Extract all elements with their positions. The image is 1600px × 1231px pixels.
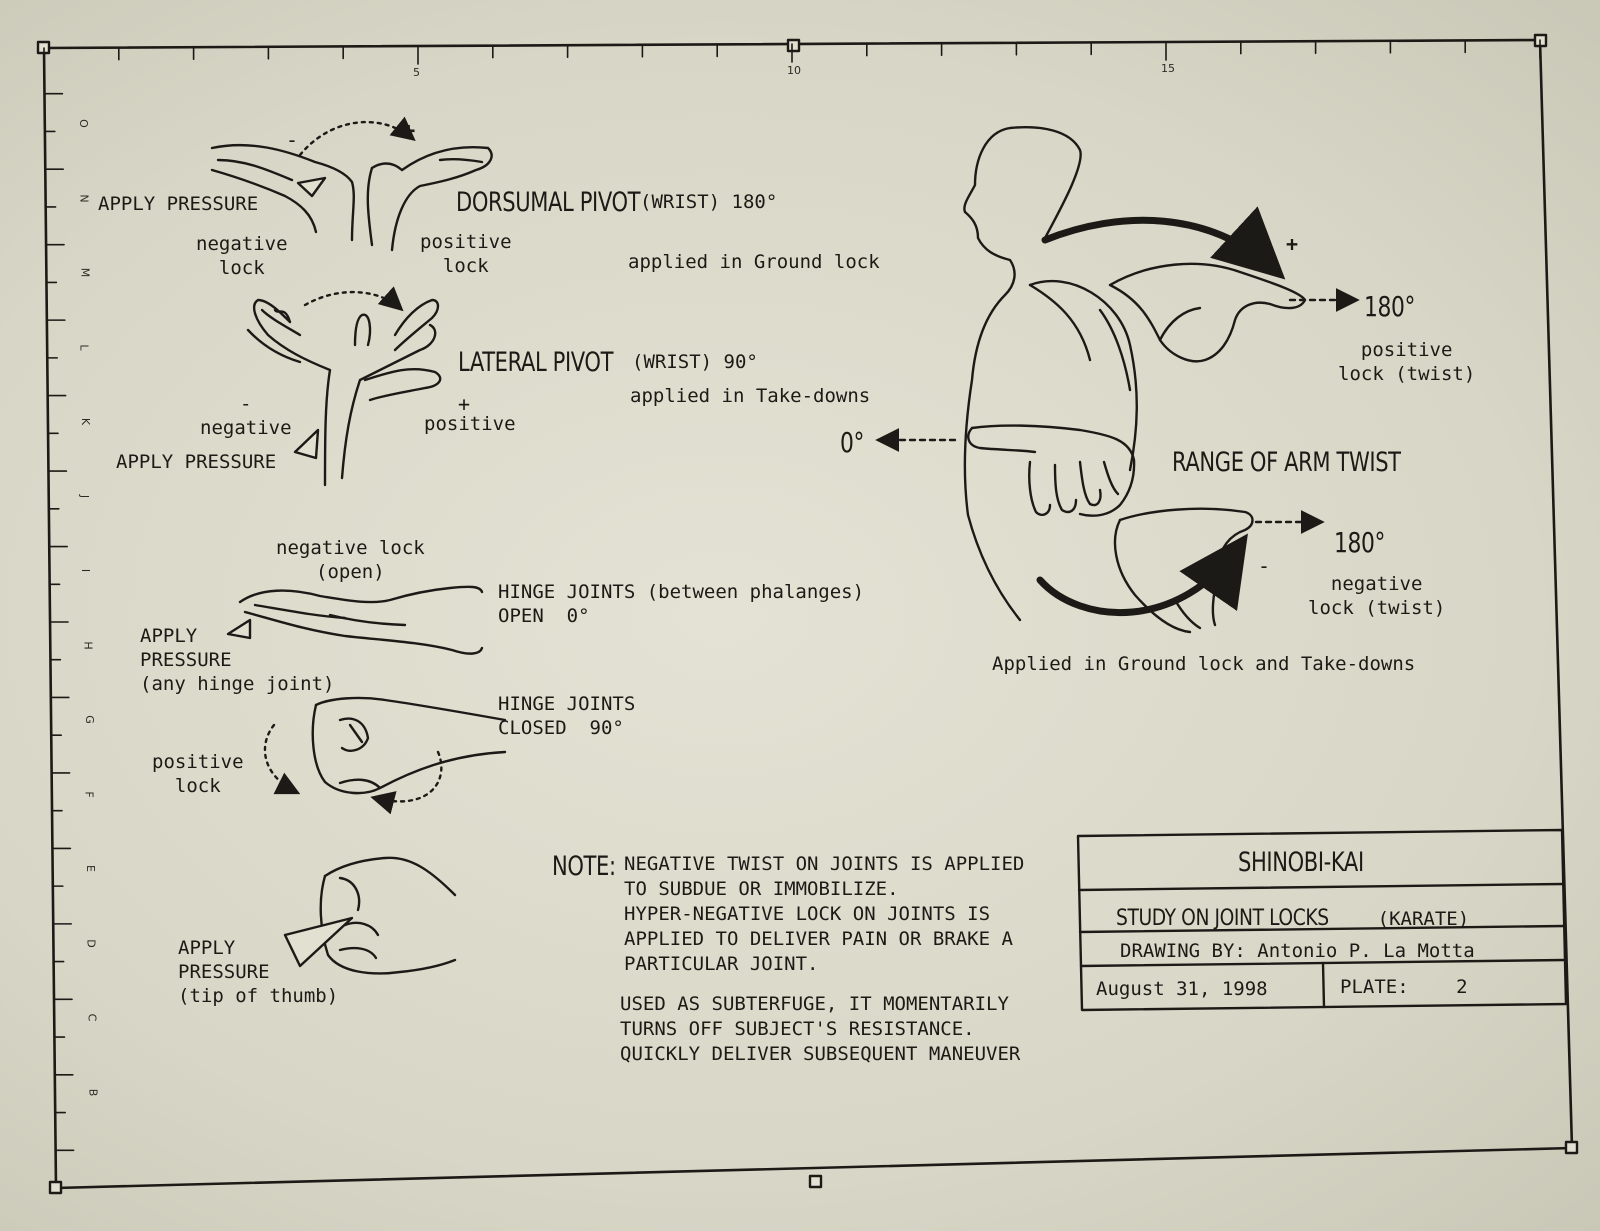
dorsumal-negative-lock: negative lock xyxy=(196,233,288,279)
arm-top-label: positive lock (twist) xyxy=(1338,339,1476,385)
lateral-detail: (WRIST) 90° xyxy=(632,351,758,373)
top-scale xyxy=(43,39,1541,67)
dorsumal-title-text: DORSUMAL PIVOT xyxy=(456,187,641,218)
top-scale-label: 15 xyxy=(1161,62,1175,75)
left-scale-label: K xyxy=(79,417,93,426)
lateral-applied: applied in Take-downs xyxy=(630,385,871,407)
lateral-negative: negative xyxy=(200,417,292,439)
note-heading: NOTE: xyxy=(552,851,616,882)
title-block-plate-number: 2 xyxy=(1456,976,1468,998)
title-block-drawing-by: DRAWING BY: Antonio P. La Motta xyxy=(1120,940,1475,962)
hinge-open-negative-lock: negative lock (open) xyxy=(276,537,425,583)
arm-bottom-degree: 180° xyxy=(1334,526,1386,559)
hinge-closed-illustration xyxy=(263,696,507,815)
dorsumal-plus: + xyxy=(402,119,416,144)
arm-twist-illustration xyxy=(875,126,1360,634)
title-block-frame xyxy=(1076,828,1568,1012)
note-paragraph-1: NEGATIVE TWIST ON JOINTS IS APPLIED TO S… xyxy=(624,853,1025,975)
left-scale-label: B xyxy=(86,1088,100,1096)
title-block-drawing-by-name: Antonio P. La Motta xyxy=(1257,940,1475,962)
left-scale-label: G xyxy=(82,715,96,724)
lateral-plus: + xyxy=(458,392,471,416)
lateral-title: LATERAL PIVOT xyxy=(458,348,613,378)
title-block-study-text: STUDY ON JOINT LOCKS xyxy=(1116,906,1329,931)
arm-minus: - xyxy=(1258,554,1271,578)
arm-zero-degree: 0° xyxy=(840,426,865,459)
dorsumal-pivot-illustration xyxy=(210,116,493,252)
title-block-drawing-by-label: DRAWING BY: xyxy=(1120,940,1246,962)
dorsumal-positive-lock: positive lock xyxy=(420,231,512,277)
left-scale-label: H xyxy=(81,640,95,650)
dorsumal-minus: - xyxy=(286,128,299,152)
note-paragraph-2: USED AS SUBTERFUGE, IT MOMENTARILY TURNS… xyxy=(620,993,1021,1065)
dorsumal-apply-pressure: APPLY PRESSURE xyxy=(98,193,259,215)
thumb-apply-pressure: APPLY PRESSURE (tip of thumb) xyxy=(178,937,339,1007)
dorsumal-title: DORSUMAL PIVOT xyxy=(456,187,641,218)
hinge-closed-positive-lock: positive lock xyxy=(152,751,244,797)
left-scale-label: E xyxy=(83,865,97,872)
left-scale-label: O xyxy=(76,119,90,128)
arm-title: RANGE OF ARM TWIST xyxy=(1172,447,1401,478)
title-block-plate: PLATE: 2 xyxy=(1340,976,1468,998)
title-block-study: STUDY ON JOINT LOCKS (KARATE) xyxy=(1116,904,1469,934)
lateral-minus: - xyxy=(240,393,252,415)
title-block-study-sub: (KARATE) xyxy=(1377,908,1470,930)
lateral-title-text: LATERAL PIVOT xyxy=(458,347,614,378)
hinge-open-label: HINGE JOINTS (between phalanges) OPEN 0° xyxy=(498,581,865,627)
left-scale-label: J xyxy=(77,494,91,498)
hinge-closed-label: HINGE JOINTS CLOSED 90° xyxy=(498,693,636,739)
dorsumal-applied: applied in Ground lock xyxy=(628,251,880,273)
left-scale-label: N xyxy=(77,193,91,203)
arm-plus: + xyxy=(1286,232,1299,256)
top-scale-label: 10 xyxy=(787,64,801,77)
left-scale xyxy=(43,92,75,1152)
dorsumal-detail: (WRIST) 180° xyxy=(640,191,778,213)
title-block-plate-label: PLATE: xyxy=(1340,976,1409,998)
left-scale-label: M xyxy=(78,267,92,278)
hinge-open-illustration xyxy=(226,585,484,655)
title-block-name: SHINOBI-KAI xyxy=(1238,847,1364,878)
top-scale-label: 5 xyxy=(413,66,420,79)
left-scale-label: F xyxy=(82,790,96,798)
thumb-pressure-illustration xyxy=(283,856,457,975)
arm-applied: Applied in Ground lock and Take-downs xyxy=(992,653,1416,675)
left-scale-label: C xyxy=(85,1013,99,1022)
arm-bottom-label: negative lock (twist) xyxy=(1308,573,1446,619)
left-scale-label: L xyxy=(77,343,91,351)
lateral-pivot-illustration xyxy=(246,286,442,487)
arm-top-degree: 180° xyxy=(1364,290,1416,323)
left-scale-label: D xyxy=(85,938,99,948)
lateral-apply-pressure: APPLY PRESSURE xyxy=(116,451,277,473)
title-block-date: August 31, 1998 xyxy=(1096,978,1268,1000)
left-scale-label: I xyxy=(78,568,92,573)
lateral-positive: positive xyxy=(424,413,516,435)
hinge-open-apply-pressure: APPLY PRESSURE (any hinge joint) xyxy=(140,625,335,695)
